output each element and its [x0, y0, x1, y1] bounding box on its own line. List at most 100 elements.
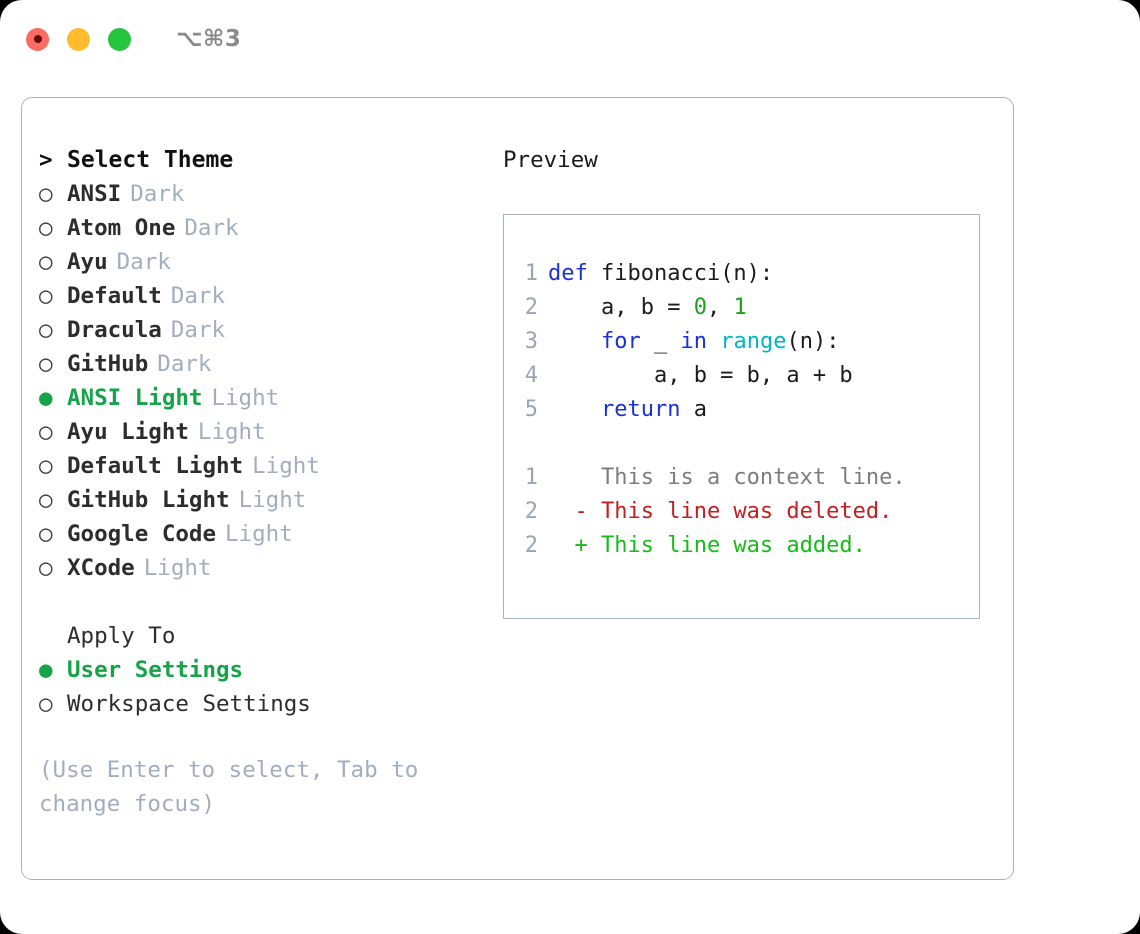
theme-name: GitHub [67, 351, 149, 377]
theme-option-atom-one[interactable]: ○ Atom One Dark [39, 211, 492, 245]
radio-selected-icon[interactable]: ● [39, 657, 53, 683]
titlebar: ⌥⌘3 [0, 0, 1140, 78]
apply-to-list: ● User Settings ○ Workspace Settings [39, 653, 492, 721]
line-number: 1 [524, 465, 538, 490]
theme-name: Atom One [67, 215, 176, 241]
traffic-lights [26, 27, 131, 51]
code-line: 2 a, b = 0, 1 [504, 291, 979, 325]
theme-variant-tag: Light [225, 521, 293, 547]
radio-unselected-icon[interactable]: ○ [39, 181, 53, 207]
radio-unselected-icon[interactable]: ○ [39, 317, 53, 343]
code-line: 3 for _ in range(n): [504, 325, 979, 359]
radio-unselected-icon[interactable]: ○ [39, 351, 53, 377]
theme-variant-tag: Light [211, 385, 280, 411]
code-token-txt [548, 329, 601, 354]
code-token-txt: a, b = [548, 295, 694, 320]
theme-variant-tag: Light [197, 419, 266, 445]
radio-unselected-icon[interactable]: ○ [39, 691, 53, 717]
theme-variant-tag: Light [238, 487, 307, 513]
diff-text-ctx: This is a context line. [548, 465, 906, 490]
line-number: 2 [524, 295, 538, 320]
keyboard-hint: (Use Enter to select, Tab to change focu… [39, 757, 419, 817]
line-number: 2 [524, 533, 538, 558]
diff-text-del: - This line was deleted. [548, 499, 893, 524]
radio-unselected-icon[interactable]: ○ [39, 249, 53, 275]
diff-line: 2 + This line was added. [504, 529, 979, 563]
spacer [39, 585, 492, 619]
code-token-kw: in [680, 329, 707, 354]
caret-icon: > [39, 147, 53, 173]
theme-name: Default [67, 283, 162, 309]
radio-unselected-icon[interactable]: ○ [39, 419, 53, 445]
code-spacer [504, 427, 979, 461]
theme-variant-tag: Dark [130, 181, 185, 207]
theme-name: Default Light [67, 453, 244, 479]
theme-variant-tag: Dark [157, 351, 212, 377]
apply-to-label: Workspace Settings [67, 691, 311, 717]
code-token-txt [548, 397, 601, 422]
minimize-button[interactable] [67, 27, 90, 51]
radio-selected-icon[interactable]: ● [39, 385, 53, 411]
line-number: 5 [524, 397, 538, 422]
theme-variant-tag: Light [143, 555, 212, 581]
theme-option-github[interactable]: ○ GitHub Dark [39, 347, 492, 381]
radio-unselected-icon[interactable]: ○ [39, 453, 53, 479]
code-text: for _ in range(n): [548, 325, 839, 359]
code-text: def fibonacci(n): [548, 257, 773, 291]
diff-sample: 1 This is a context line. 2 - This line w… [504, 461, 979, 563]
theme-name: GitHub Light [67, 487, 230, 513]
apply-to-option-user-settings[interactable]: ● User Settings [39, 653, 492, 687]
apply-to-title: Apply To [67, 623, 176, 649]
diff-line: 2 - This line was deleted. [504, 495, 979, 529]
theme-name: Ayu [67, 249, 108, 275]
theme-name: Google Code [67, 521, 217, 547]
theme-variant-tag: Dark [184, 215, 239, 241]
line-number: 4 [524, 363, 538, 388]
theme-option-google-code[interactable]: ○ Google Code Light [39, 517, 492, 551]
theme-option-ayu[interactable]: ○ Ayu Dark [39, 245, 492, 279]
code-token-num: 0 [693, 295, 707, 320]
theme-option-ansi[interactable]: ○ ANSI Dark [39, 177, 492, 211]
radio-unselected-icon[interactable]: ○ [39, 283, 53, 309]
line-number: 1 [524, 261, 538, 286]
theme-name: ANSI [67, 181, 122, 207]
radio-unselected-icon[interactable]: ○ [39, 555, 53, 581]
radio-unselected-icon[interactable]: ○ [39, 487, 53, 513]
theme-name: Ayu Light [67, 419, 189, 445]
theme-option-ayu-light[interactable]: ○ Ayu Light Light [39, 415, 492, 449]
code-line: 1 def fibonacci(n): [504, 257, 979, 291]
theme-option-github-light[interactable]: ○ GitHub Light Light [39, 483, 492, 517]
select-theme-header: > Select Theme [39, 143, 492, 177]
apply-to-label: User Settings [67, 657, 244, 683]
radio-unselected-icon[interactable]: ○ [39, 215, 53, 241]
apply-to-option-workspace-settings[interactable]: ○ Workspace Settings [39, 687, 492, 721]
code-token-num: 1 [733, 295, 747, 320]
theme-variant-tag: Light [252, 453, 320, 479]
theme-name: Dracula [67, 317, 162, 343]
theme-option-xcode[interactable]: ○ XCode Light [39, 551, 492, 585]
code-token-kw: for [600, 329, 641, 354]
radio-unselected-icon[interactable]: ○ [39, 521, 53, 547]
code-text: a, b = 0, 1 [548, 291, 747, 325]
theme-option-default-light[interactable]: ○ Default Light Light [39, 449, 492, 483]
code-token-txt: a, b = b, a + b [548, 363, 853, 388]
theme-option-dracula[interactable]: ○ Dracula Dark [39, 313, 492, 347]
code-line: 4 a, b = b, a + b [504, 359, 979, 393]
theme-variant-tag: Dark [170, 317, 226, 343]
keyboard-shortcut-label: ⌥⌘3 [176, 26, 242, 52]
code-token-txt: _ [640, 329, 681, 354]
theme-variant-tag: Dark [116, 249, 171, 275]
code-token-fn: range [720, 329, 787, 354]
theme-name: XCode [67, 555, 135, 581]
maximize-button[interactable] [108, 27, 131, 51]
close-button[interactable] [26, 27, 49, 51]
code-token-kw: def [548, 261, 601, 286]
preview-title: Preview [503, 147, 598, 173]
page-title: Select Theme [67, 147, 234, 173]
code-token-txt [707, 329, 720, 354]
